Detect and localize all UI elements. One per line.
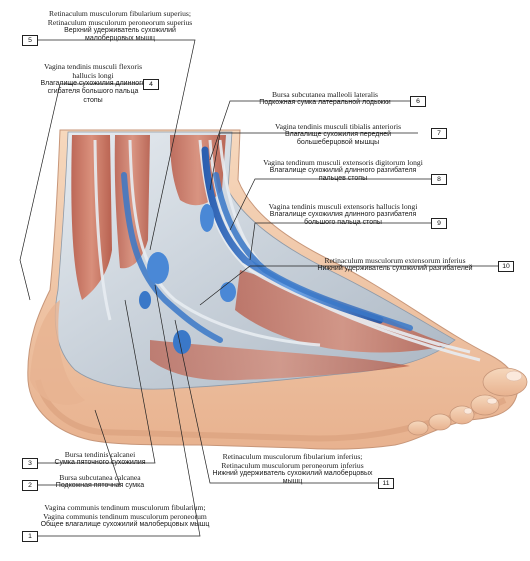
label-1-russian: Общее влагалище сухожилий малоберцовых м… [40,521,210,528]
label-3-number: 3 [22,458,38,469]
label-11-latin: Retinaculum musculorum fibularium inferi… [221,452,364,470]
label-10-latin: Retinaculum musculorum extensorum inferi… [324,256,466,265]
label-1: Vagina communis tendinum musculorum fibu… [40,503,210,529]
label-7: Vagina tendinis musculi tibialis anterio… [258,122,418,148]
label-8-russian: Влагалище сухожилий длинного разгибателя… [269,167,417,183]
label-2-number: 2 [22,480,38,491]
label-6: Bursa subcutanea malleoli lateralis Подк… [240,90,410,107]
label-5: Retinaculum musculorum fibularium superi… [40,9,200,44]
label-6-number: 6 [410,96,426,107]
label-9-latin: Vagina tendinis musculi extensoris hallu… [268,202,418,211]
label-2-russian: Подкожная пяточная сумка [55,482,145,489]
label-4-number: 4 [143,79,159,90]
muscle-plantar [150,340,410,381]
label-8: Vagina tendinum musculi extensoris digit… [258,158,428,184]
label-11: Retinaculum musculorum fibularium inferi… [210,452,375,487]
label-10: Retinaculum musculorum extensorum inferi… [290,256,500,273]
leader-lines [19,39,500,537]
label-3: Bursa tendinis calcanei Сумка пяточного … [40,450,160,467]
label-5-number: 5 [22,35,38,46]
sheaths [121,146,413,354]
label-6-latin: Bursa subcutanea malleoli lateralis [271,90,379,99]
label-11-number: 11 [378,478,394,489]
label-10-russian: Нижний удерживатель сухожилий разгибател… [317,265,473,272]
label-4: Vagina tendinis musculi flexoris halluci… [38,62,148,105]
toenails [463,370,523,415]
label-10-number: 10 [498,261,514,272]
label-8-latin: Vagina tendinum musculi extensoris digit… [263,158,423,167]
label-3-latin: Bursa tendinis calcanei [64,450,136,459]
label-8-number: 8 [431,174,447,185]
label-2-latin: Bursa subcutanea calcanea [59,473,141,482]
label-7-number: 7 [431,128,447,139]
heel-pad [30,300,85,405]
label-4-russian: Влагалище сухожилия длинного сгибателя б… [40,80,146,104]
label-4-latin: Vagina tendinis musculi flexoris halluci… [43,62,143,80]
label-7-latin: Vagina tendinis musculi tibialis anterio… [274,122,402,131]
label-2: Bursa subcutanea calcanea Подкожная пято… [40,473,160,490]
label-1-number: 1 [22,531,38,542]
label-7-russian: Влагалище сухожилия передней большеберцо… [284,131,392,147]
label-5-russian: Верхний удерживатель сухожилий малоберцо… [64,27,176,43]
label-3-russian: Сумка пяточного сухожилия [54,459,146,466]
label-9: Vagina tendinis musculi extensoris hallu… [258,202,428,228]
label-1-latin: Vagina communis tendinum musculorum fibu… [43,503,207,521]
label-9-number: 9 [431,218,447,229]
label-9-russian: Влагалище сухожилия длинного разгибателя… [269,211,417,227]
label-6-russian: Подкожная сумка латеральной лодыжки [259,99,391,106]
label-5-latin: Retinaculum musculorum fibularium superi… [47,9,193,27]
label-11-russian: Нижний удерживатель сухожилий малоберцов… [212,470,373,486]
